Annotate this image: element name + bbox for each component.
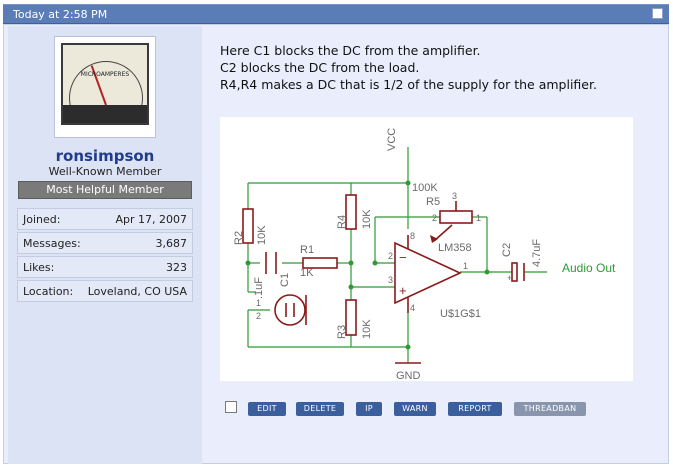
- message-line: R4,R4 makes a DC that is 1/2 of the supp…: [220, 77, 597, 92]
- stat-location: Location: Loveland, CO USA: [17, 280, 193, 302]
- ip-button[interactable]: IP: [356, 402, 382, 416]
- avatar-meter-label: MICROAMPERES: [80, 71, 130, 78]
- c2-plus: +: [507, 273, 512, 283]
- label-r3: R3: [336, 325, 348, 339]
- stat-label: Likes:: [23, 261, 55, 274]
- header-checkbox[interactable]: [652, 8, 663, 19]
- pin-3: 3: [388, 275, 393, 285]
- label-gnd: GND: [396, 370, 421, 381]
- label-r4: R4: [336, 215, 348, 229]
- pin-1: 1: [463, 261, 468, 271]
- pin-2: 2: [388, 251, 393, 261]
- label-r4-value: 10K: [361, 209, 373, 229]
- message-text: Here C1 blocks the DC from the amplifier…: [220, 42, 597, 93]
- label-c2: C2: [501, 243, 513, 257]
- stat-value: Apr 17, 2007: [115, 213, 187, 226]
- label-r5-value: 100K: [412, 182, 438, 194]
- warn-button[interactable]: WARN: [394, 402, 436, 416]
- label-r1: R1: [300, 244, 314, 256]
- username-link[interactable]: ronsimpson: [55, 147, 155, 165]
- components: [242, 194, 525, 364]
- stat-value: 323: [166, 261, 187, 274]
- label-c1: C1: [279, 273, 291, 287]
- junctions: [245, 180, 490, 350]
- pot-pin-1: 1: [476, 213, 481, 223]
- message-line: Here C1 blocks the DC from the amplifier…: [220, 43, 481, 58]
- opamp-plus: +: [399, 283, 407, 298]
- label-r3-value: 10K: [361, 319, 373, 339]
- schematic-image: VCC GND R2 10K R4 10K R3 10K R1 1K C1 .1…: [220, 117, 633, 382]
- edit-button[interactable]: EDIT: [248, 402, 286, 416]
- post-header: Today at 2:58 PM: [3, 4, 669, 24]
- report-button[interactable]: REPORT: [448, 402, 502, 416]
- stat-likes: Likes: 323: [17, 256, 193, 278]
- label-r2-value: 10K: [256, 225, 268, 245]
- label-c1-value: .1uF: [253, 277, 265, 299]
- stat-label: Messages:: [23, 237, 81, 250]
- select-post-checkbox[interactable]: [225, 401, 237, 413]
- stat-label: Location:: [23, 285, 74, 298]
- pin-4: 4: [410, 303, 415, 313]
- stat-messages: Messages: 3,687: [17, 232, 193, 254]
- label-audio-out: Audio Out: [562, 261, 616, 275]
- delete-button[interactable]: DELETE: [296, 402, 344, 416]
- stat-label: Joined:: [23, 213, 61, 226]
- label-r1-value: 1K: [300, 267, 314, 279]
- user-banner: Most Helpful Member: [18, 181, 192, 199]
- message-line: C2 blocks the DC from the load.: [220, 60, 420, 75]
- mic-pin-1: 1: [256, 298, 261, 308]
- avatar[interactable]: MICROAMPERES: [55, 37, 155, 137]
- stat-joined: Joined: Apr 17, 2007: [17, 208, 193, 230]
- pin-8: 8: [410, 231, 415, 241]
- label-c2-value: 4.7uF: [531, 239, 543, 267]
- pot-pin-2: 2: [432, 213, 437, 223]
- user-title: Well-Known Member: [48, 165, 162, 178]
- threadban-button[interactable]: THREADBAN: [514, 402, 586, 416]
- label-ic-ref: U$1G$1: [440, 308, 481, 320]
- label-r5: R5: [426, 196, 440, 208]
- meter-image: MICROAMPERES: [61, 43, 149, 125]
- pot-pin-3: 3: [452, 191, 457, 201]
- label-vcc: VCC: [386, 128, 398, 151]
- component-marks: [430, 235, 438, 243]
- opamp-minus: −: [399, 250, 407, 265]
- stat-value[interactable]: 3,687: [155, 237, 188, 250]
- label-ic: LM358: [438, 242, 472, 254]
- post-date: Today at 2:58 PM: [13, 8, 108, 21]
- stat-value[interactable]: Loveland, CO USA: [87, 285, 187, 298]
- mic-pin-2: 2: [256, 311, 261, 321]
- label-r2: R2: [233, 231, 245, 245]
